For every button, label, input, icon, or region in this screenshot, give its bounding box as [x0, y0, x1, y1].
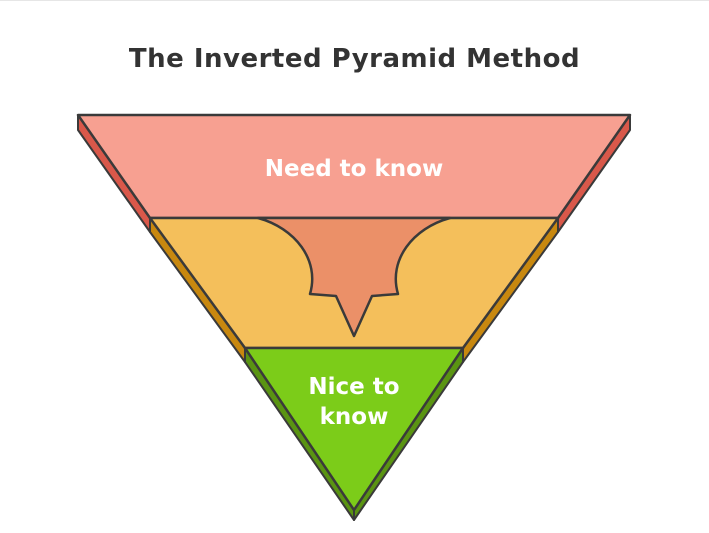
down-arrow: [256, 216, 452, 338]
top-divider: [0, 0, 709, 1]
layer-nice-to-know: [243, 346, 465, 512]
label-nice-to-know-line1: Nice to: [308, 374, 399, 400]
diagram-title: The Inverted Pyramid Method: [128, 44, 581, 74]
label-nice-to-know-line2: know: [320, 404, 389, 430]
label-need-to-know: Need to know: [265, 156, 443, 182]
